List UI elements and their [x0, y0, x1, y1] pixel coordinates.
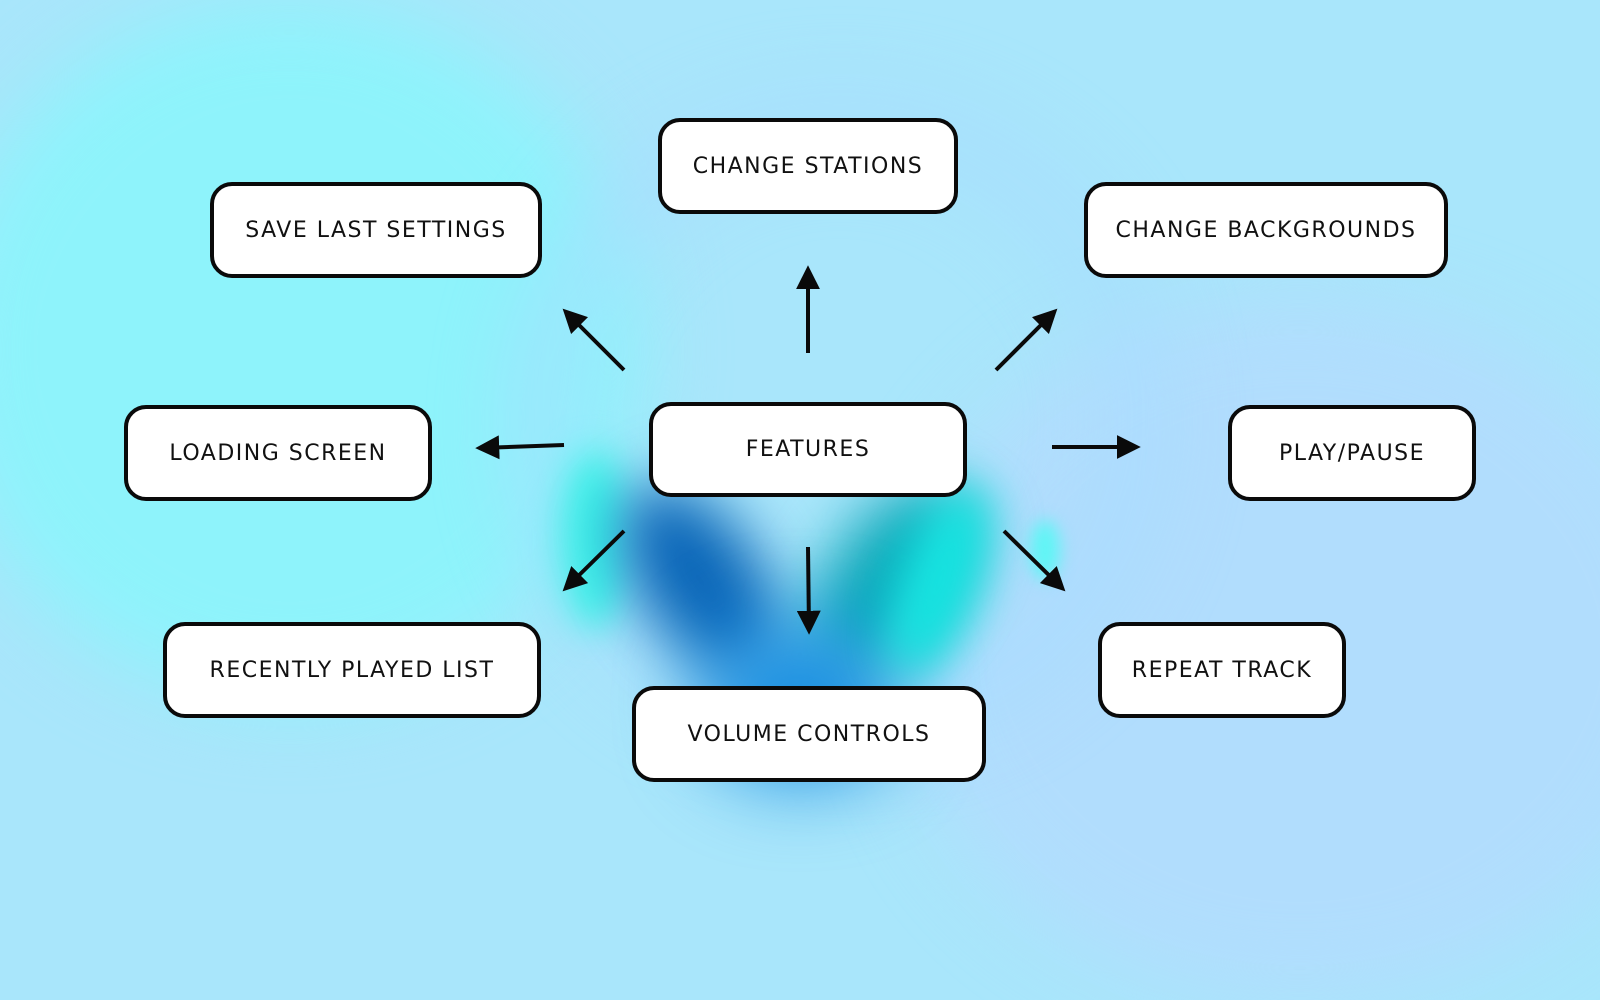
node-save-last-settings: SAVE LAST SETTINGS — [210, 182, 542, 278]
arrow-to-change-backgrounds — [994, 308, 1058, 372]
node-recently-played-list: RECENTLY PLAYED LIST — [163, 622, 541, 718]
node-change-backgrounds-label: CHANGE BACKGROUNDS — [1115, 217, 1417, 243]
node-play-pause: PLAY/PAUSE — [1228, 405, 1476, 501]
node-change-stations-label: CHANGE STATIONS — [692, 153, 924, 179]
node-repeat-track: REPEAT TRACK — [1098, 622, 1346, 718]
node-change-stations: CHANGE STATIONS — [658, 118, 958, 214]
arrow-to-repeat-track — [1002, 529, 1066, 592]
node-features: FEATURES — [649, 402, 967, 497]
node-save-last-settings-label: SAVE LAST SETTINGS — [245, 217, 507, 243]
arrow-to-loading-screen — [475, 435, 565, 460]
node-change-backgrounds: CHANGE BACKGROUNDS — [1084, 182, 1448, 278]
node-features-label: FEATURES — [745, 437, 871, 462]
node-repeat-track-label: REPEAT TRACK — [1131, 657, 1313, 683]
node-recently-played-list-label: RECENTLY PLAYED LIST — [209, 657, 495, 683]
arrows-layer — [475, 265, 1141, 635]
arrow-to-volume-controls — [796, 546, 821, 635]
node-volume-controls: VOLUME CONTROLS — [632, 686, 986, 782]
node-volume-controls-label: VOLUME CONTROLS — [687, 721, 931, 747]
node-play-pause-label: PLAY/PAUSE — [1278, 440, 1426, 466]
arrow-to-save-last-settings — [562, 308, 626, 372]
node-loading-screen-label: LOADING SCREEN — [169, 440, 387, 466]
node-loading-screen: LOADING SCREEN — [124, 405, 432, 501]
arrow-to-recently-played-list — [562, 529, 626, 592]
